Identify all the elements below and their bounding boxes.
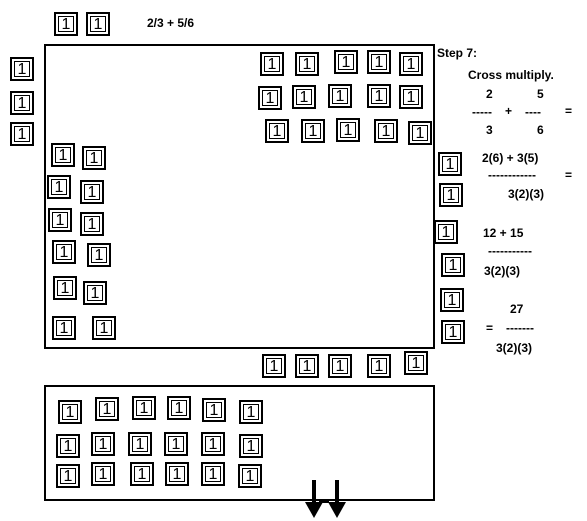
unit-tile: 1 [258, 86, 282, 110]
eq3-fraction-bar: ----------- [488, 244, 532, 258]
unit-tile: 1 [239, 400, 263, 424]
unit-tile: 1 [399, 52, 423, 76]
unit-tile: 1 [48, 208, 72, 232]
bottom-box [44, 385, 435, 501]
unit-tile: 1 [404, 351, 428, 375]
unit-tile: 1 [440, 288, 464, 312]
unit-tile: 1 [51, 143, 75, 167]
header-expression: 2/3 + 5/6 [147, 16, 195, 30]
unit-tile: 1 [265, 119, 289, 143]
unit-tile: 1 [80, 212, 104, 236]
eq4-fraction-bar: ------- [506, 321, 534, 335]
step-title: Step 7: [437, 46, 478, 60]
unit-tile: 1 [47, 175, 71, 199]
unit-tile: 1 [56, 464, 80, 488]
unit-tile: 1 [374, 119, 398, 143]
eq2-equals: = [565, 168, 573, 182]
unit-tile: 1 [91, 462, 115, 486]
step-subtitle: Cross multiply. [468, 68, 554, 82]
unit-tile: 1 [82, 146, 106, 170]
unit-tile: 1 [438, 152, 462, 176]
unit-tile: 1 [239, 434, 263, 458]
unit-tile: 1 [52, 316, 76, 340]
unit-tile: 1 [10, 122, 34, 146]
eq4-numerator: 27 [510, 302, 524, 316]
unit-tile: 1 [132, 396, 156, 420]
unit-tile: 1 [54, 12, 78, 36]
eq1-fraction-bar-left: ----- [472, 105, 492, 119]
unit-tile: 1 [56, 434, 80, 458]
eq2-fraction-bar: ------------ [488, 168, 536, 182]
unit-tile: 1 [201, 462, 225, 486]
unit-tile: 1 [334, 50, 358, 74]
unit-tile: 1 [165, 462, 189, 486]
main-box [44, 44, 435, 349]
down-arrows-icon [305, 480, 346, 518]
unit-tile: 1 [10, 91, 34, 115]
unit-tile: 1 [301, 119, 325, 143]
eq1-numerator-right: 5 [537, 87, 544, 101]
unit-tile: 1 [367, 84, 391, 108]
unit-tile: 1 [202, 398, 226, 422]
unit-tile: 1 [328, 354, 352, 378]
eq2-denominator: 3(2)(3) [508, 187, 545, 201]
unit-tile: 1 [367, 354, 391, 378]
unit-tile: 1 [201, 432, 225, 456]
unit-tile: 1 [164, 432, 188, 456]
unit-tile: 1 [439, 183, 463, 207]
unit-tile: 1 [238, 464, 262, 488]
eq1-fraction-bar-right: ---- [525, 105, 541, 119]
eq3-numerator: 12 + 15 [483, 226, 524, 240]
unit-tile: 1 [87, 243, 111, 267]
unit-tile: 1 [295, 52, 319, 76]
unit-tile: 1 [86, 12, 110, 36]
unit-tile: 1 [167, 396, 191, 420]
eq1-equals: = [565, 104, 573, 118]
unit-tile: 1 [367, 50, 391, 74]
unit-tile: 1 [10, 57, 34, 81]
unit-tile: 1 [408, 121, 432, 145]
unit-tile: 1 [328, 84, 352, 108]
unit-tile: 1 [83, 281, 107, 305]
eq1-numerator-left: 2 [486, 87, 493, 101]
unit-tile: 1 [80, 180, 104, 204]
eq1-denominator-left: 3 [486, 123, 493, 137]
unit-tile: 1 [128, 432, 152, 456]
eq2-numerator: 2(6) + 3(5) [482, 151, 539, 165]
unit-tile: 1 [53, 276, 77, 300]
unit-tile: 1 [52, 240, 76, 264]
eq4-equals: = [486, 321, 494, 335]
unit-tile: 1 [130, 462, 154, 486]
unit-tile: 1 [292, 85, 316, 109]
unit-tile: 1 [91, 432, 115, 456]
eq1-denominator-right: 6 [537, 123, 544, 137]
unit-tile: 1 [92, 316, 116, 340]
unit-tile: 1 [434, 220, 458, 244]
unit-tile: 1 [336, 118, 360, 142]
unit-tile: 1 [262, 354, 286, 378]
unit-tile: 1 [295, 354, 319, 378]
unit-tile: 1 [441, 320, 465, 344]
unit-tile: 1 [95, 397, 119, 421]
unit-tile: 1 [260, 52, 284, 76]
eq4-denominator: 3(2)(3) [496, 341, 533, 355]
unit-tile: 1 [399, 85, 423, 109]
unit-tile: 1 [58, 400, 82, 424]
eq3-denominator: 3(2)(3) [484, 264, 521, 278]
unit-tile: 1 [441, 253, 465, 277]
eq1-plus: + [505, 104, 513, 118]
